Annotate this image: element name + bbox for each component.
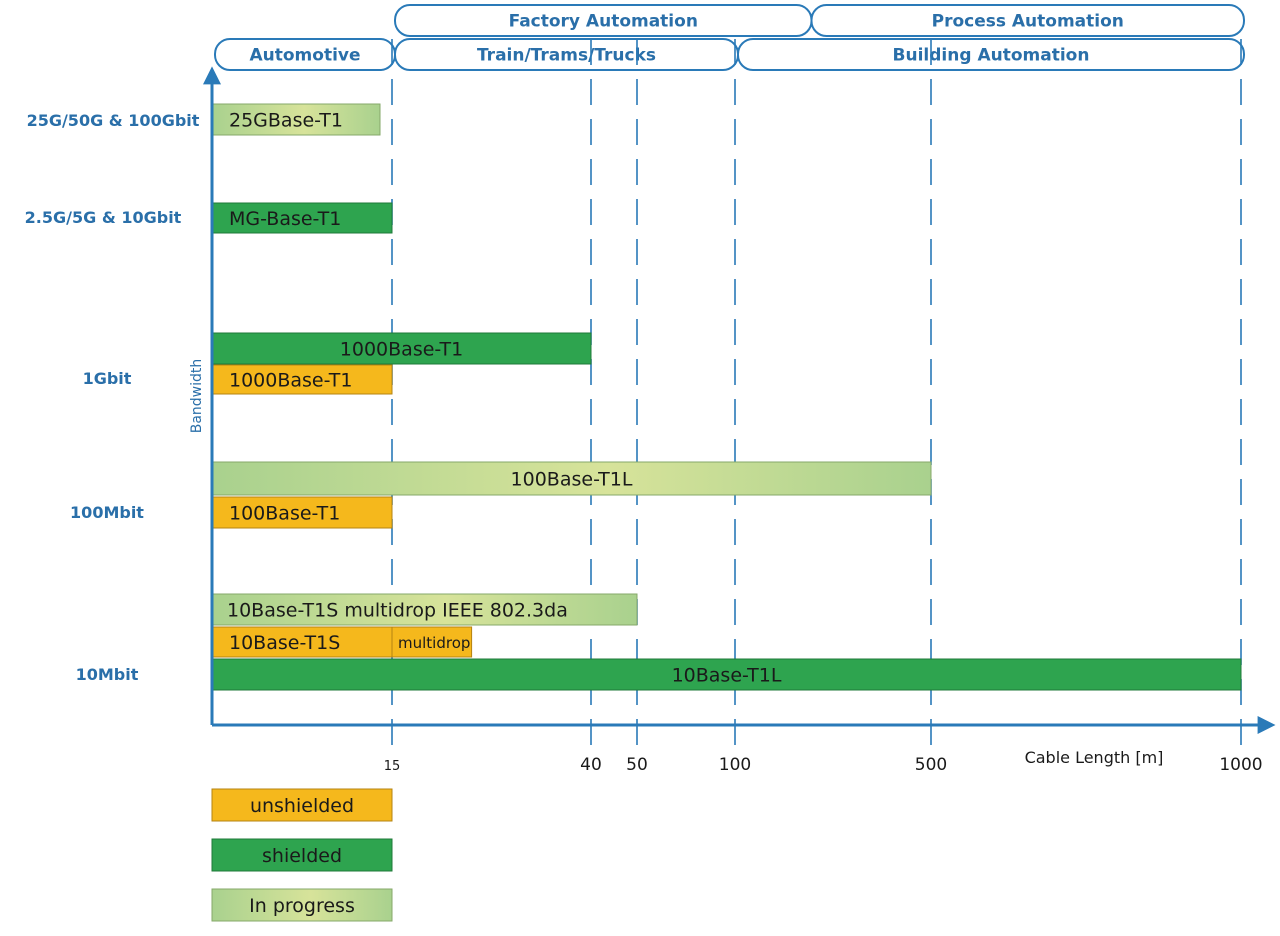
bar-label: 10Base-T1S: [229, 632, 340, 654]
application-band-label: Train/Trams/Trucks: [477, 46, 656, 66]
application-band: [810, 4, 1245, 37]
legend-swatch: [211, 838, 393, 872]
bar-label: 10Base-T1L: [672, 665, 782, 687]
bar: [211, 202, 393, 234]
y-axis-title: Bandwidth: [189, 359, 205, 434]
application-bands: Factory Automation Process AutomationAuto…: [214, 4, 1245, 71]
x-tick-label: 500: [915, 755, 947, 775]
x-tick-label: 100: [719, 755, 751, 775]
bar-label: 1000Base-T1: [340, 339, 463, 361]
bar: [211, 364, 393, 395]
bar-extension: [391, 626, 473, 658]
x-axis-title: Cable Length [m]: [1025, 748, 1164, 767]
bar: [211, 461, 932, 496]
legend-label: In progress: [249, 895, 355, 917]
application-band-label: Factory Automation: [509, 12, 698, 32]
bar: [211, 332, 592, 365]
bar: [211, 626, 393, 658]
bandwidth-level-label: 25G/50G & 100Gbit: [27, 111, 200, 130]
legend-label: unshielded: [250, 795, 354, 817]
legend-swatch: [211, 788, 393, 822]
application-band-label: Building Automation: [893, 46, 1090, 66]
bar: [211, 496, 393, 529]
bar-label: 100Base-T1L: [511, 469, 633, 491]
bandwidth-level-label: 2.5G/5G & 10Gbit: [25, 208, 182, 227]
bar-label: MG-Base-T1: [229, 208, 341, 230]
bandwidth-level-label: 100Mbit: [70, 503, 144, 522]
legend: unshielded shielded In progress: [211, 788, 393, 922]
legend-label: shielded: [262, 845, 342, 867]
application-band: [737, 38, 1245, 71]
bar-label: 25GBase-T1: [229, 110, 343, 132]
application-band-label: Process Automation: [932, 12, 1124, 32]
bar-label: 1000Base-T1: [229, 370, 352, 392]
bandwidth-level-label: 10Mbit: [76, 665, 139, 684]
axes: [203, 66, 1276, 734]
x-tick-label: 15: [384, 759, 401, 774]
gridlines: [391, 39, 1242, 753]
axis-labels: 25G/50G & 100Gbit 2.5G/5G & 10Gbit 1Gbit 10…: [25, 111, 1263, 775]
bar: [211, 593, 638, 626]
bar-extension-label: multidrop: [398, 634, 470, 652]
legend-swatch: [211, 888, 393, 922]
bandwidth-level-label: 1Gbit: [83, 369, 132, 388]
bar: [211, 658, 1242, 691]
x-tick-label: 40: [580, 755, 602, 775]
bar-label: 10Base-T1S multidrop IEEE 802.3da: [227, 600, 568, 622]
bar-label: 100Base-T1: [229, 503, 340, 525]
x-tick-label: 50: [626, 755, 648, 775]
x-tick-label: 1000: [1219, 755, 1262, 775]
application-band-label: Automotive: [249, 46, 360, 66]
